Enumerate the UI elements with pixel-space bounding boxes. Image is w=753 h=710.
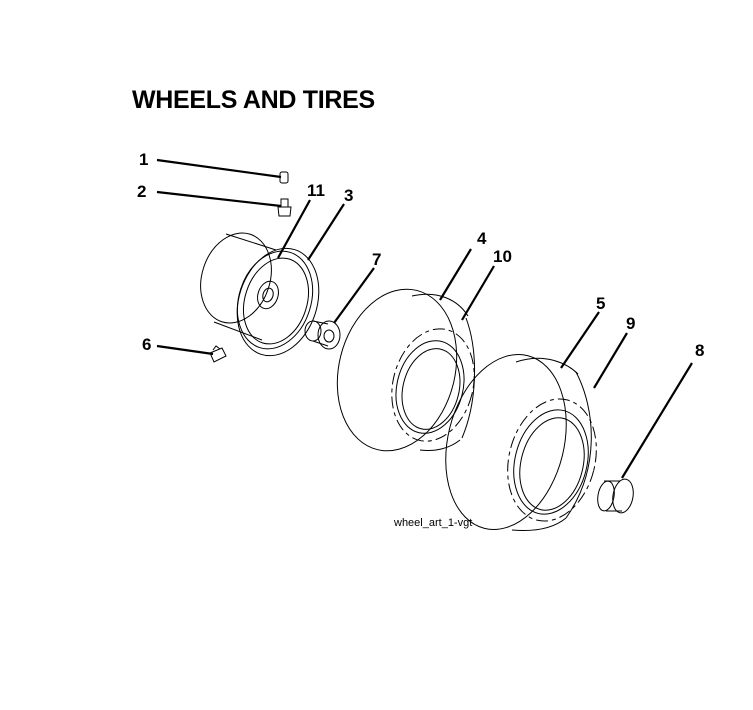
callout-7: 7 [372, 250, 381, 269]
callout-4: 4 [477, 229, 487, 248]
rim [200, 232, 314, 350]
callout-2: 2 [137, 182, 146, 201]
leader-lines [156, 158, 693, 479]
callout-6: 6 [142, 335, 151, 354]
callout-9: 9 [626, 314, 635, 333]
callout-1: 1 [139, 150, 148, 169]
figure-caption: wheel_art_1-vgt [393, 517, 472, 529]
hub-cap [597, 478, 634, 514]
rear-tire [445, 354, 597, 531]
callout-10: 10 [493, 247, 512, 266]
callout-11: 11 [307, 181, 325, 200]
grease-fitting [209, 345, 227, 363]
page-title: WHEELS AND TIRES [132, 86, 375, 114]
callout-3: 3 [344, 186, 353, 205]
valve-cap [279, 171, 289, 184]
bushing [304, 320, 341, 350]
rim-ring [236, 247, 320, 357]
callout-5: 5 [596, 294, 605, 313]
valve-stem [277, 198, 292, 217]
front-tire [336, 288, 475, 452]
callout-8: 8 [695, 341, 704, 360]
